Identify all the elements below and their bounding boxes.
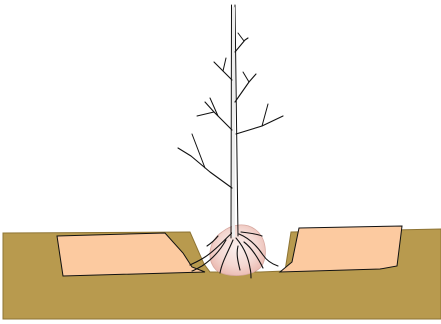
tree-branch: [235, 74, 256, 102]
tree-branch: [262, 104, 268, 126]
trench-wall-right: [280, 226, 402, 272]
tree-branch: [223, 58, 226, 71]
tree-branch: [210, 98, 218, 116]
tree-branch: [243, 72, 249, 82]
tree-branch: [197, 112, 214, 116]
tree-trunk-left: [231, 5, 232, 238]
tree-branch: [235, 38, 248, 52]
tree-trunk-right: [235, 5, 238, 236]
tree-branch: [236, 116, 283, 134]
bare-root-sapling-icon: [178, 5, 283, 238]
tree-branch: [238, 33, 244, 41]
